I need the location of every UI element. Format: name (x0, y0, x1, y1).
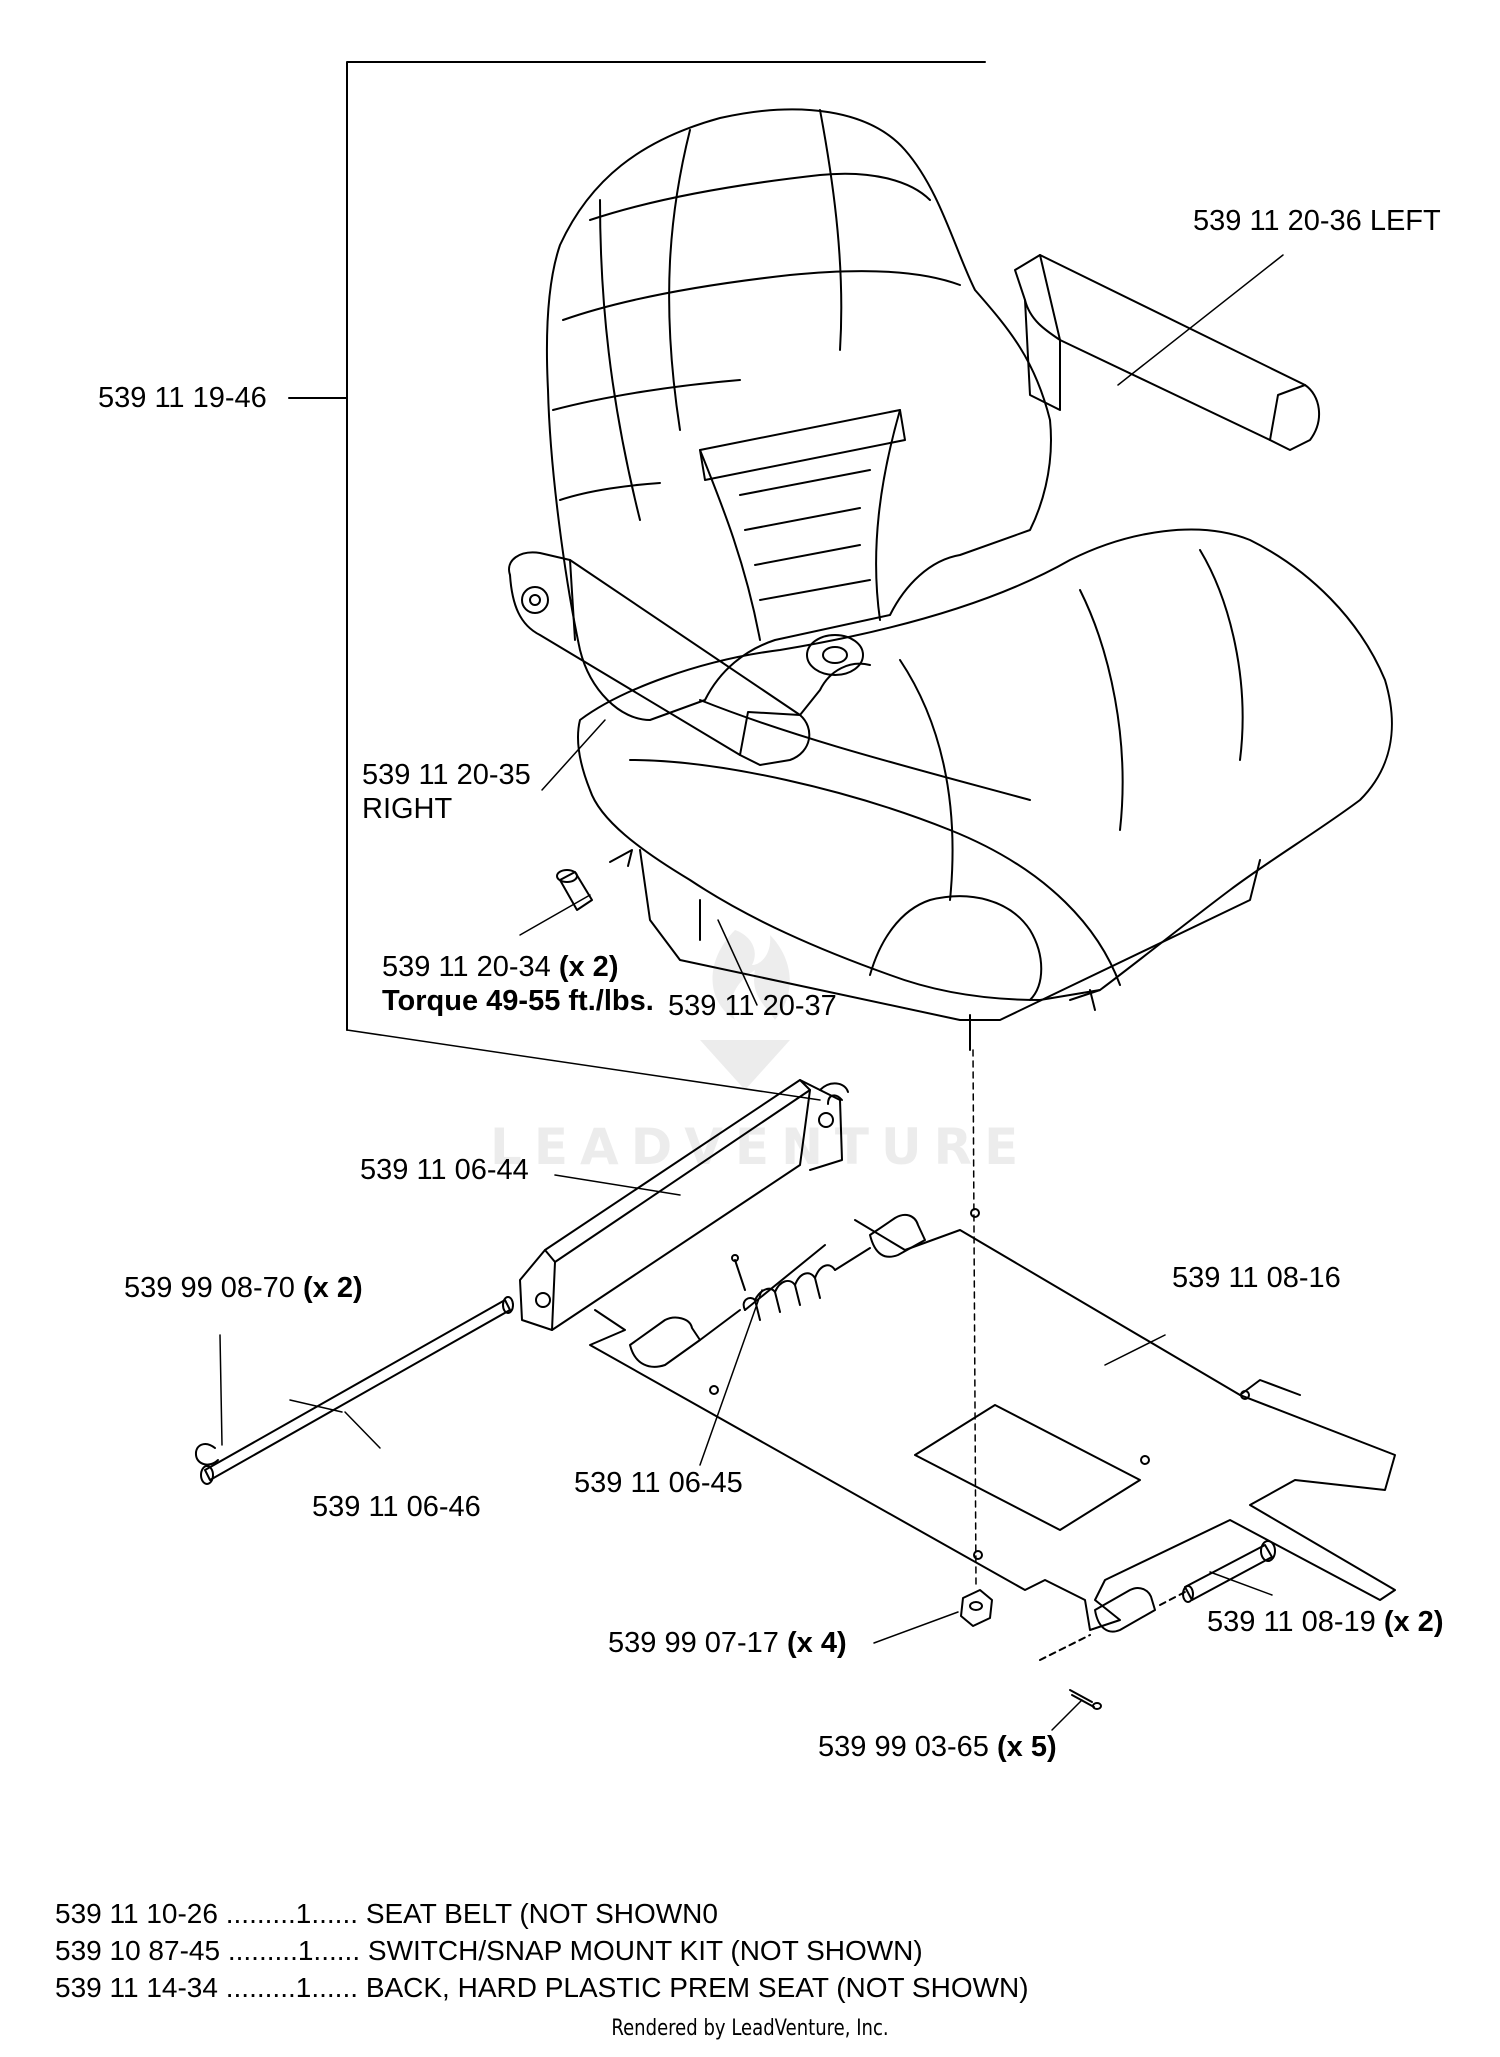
part-number: 539 11 06-46 (312, 1491, 481, 1523)
watermark: LEADVENTURE (490, 1118, 1031, 1176)
callout-spring: 539 11 06-45 (574, 1466, 743, 1500)
parts-list-row: 539 11 14-34 .........1...... BACK, HARD… (55, 1969, 1029, 2006)
part-qty: (x 4) (787, 1627, 847, 1659)
part-number: 539 11 08-16 (1172, 1262, 1341, 1294)
callout-pin: 539 11 08-19 (x 2) (1207, 1605, 1443, 1639)
part-qty: (x 5) (997, 1731, 1057, 1763)
callout-seat-assembly: 539 11 19-46 (98, 381, 267, 415)
nut (960, 1049, 993, 1627)
part-number: 539 11 10-26 (55, 1898, 218, 1929)
parts-list-row: 539 11 10-26 .........1...... SEAT BELT … (55, 1895, 1029, 1932)
part-qty: 1 (295, 1972, 312, 2003)
leader-dots: ...... (311, 1898, 359, 1929)
spring-assembly (629, 1213, 926, 1368)
part-qty: 1 (297, 1935, 314, 1966)
leader-dots: ......... (225, 1972, 296, 2003)
callout-knob: 539 11 20-34 (x 2) Torque 49-55 ft./lbs. (382, 950, 654, 1018)
callout-armrest-left: 539 11 20-36 LEFT (1193, 204, 1441, 238)
leader-dots: ......... (225, 1898, 296, 1929)
parts-list: 539 11 10-26 .........1...... SEAT BELT … (55, 1895, 1029, 2006)
part-number: 539 99 07-17 (608, 1627, 779, 1659)
pivot-rod (200, 1296, 514, 1485)
part-qty: (x 2) (558, 951, 619, 983)
leader-dots: ...... (313, 1935, 361, 1966)
callout-pivot-rod: 539 11 06-46 (312, 1490, 481, 1524)
part-number: 539 99 03-65 (818, 1731, 989, 1763)
part-description: BACK, HARD PLASTIC PREM SEAT (NOT SHOWN) (365, 1972, 1029, 2003)
part-qty: 1 (295, 1898, 312, 1929)
leader-lines (219, 254, 1284, 1731)
part-number: 539 11 20-34 (382, 951, 551, 983)
seat (545, 108, 1393, 1051)
part-number: 539 11 06-44 (360, 1154, 529, 1186)
part-number: 539 11 14-34 (55, 1972, 218, 2003)
callout-cotter-pin: 539 99 03-65 (x 5) (818, 1730, 1057, 1764)
part-number: 539 10 87-45 (55, 1935, 221, 1966)
pin (1039, 1540, 1276, 1661)
callout-base-plate: 539 11 08-16 (1172, 1261, 1341, 1295)
slide-bracket (519, 1079, 849, 1331)
callout-seat-pan: 539 11 20-37 (668, 989, 837, 1023)
callout-nut: 539 99 07-17 (x 4) (608, 1626, 847, 1660)
part-number: 539 11 08-19 (1207, 1606, 1376, 1638)
part-number: 539 11 06-45 (574, 1467, 743, 1499)
callout-armrest-right: 539 11 20-35 RIGHT (362, 758, 531, 826)
part-qty: (x 2) (1383, 1606, 1444, 1638)
part-number: 539 11 20-35 (362, 759, 531, 791)
armrest-right (508, 551, 871, 766)
knob-part (556, 849, 633, 911)
leadventure-logo-icon (700, 930, 790, 1090)
parts-list-row: 539 10 87-45 .........1...... SWITCH/SNA… (55, 1932, 1029, 1969)
armrest-left (1014, 254, 1321, 451)
part-description: SWITCH/SNAP MOUNT KIT (NOT SHOWN) (367, 1935, 923, 1966)
callout-e-clip: 539 99 08-70 (x 2) (124, 1271, 363, 1305)
torque-note: Torque 49-55 ft./lbs. (382, 985, 654, 1017)
seat-assembly-bracket (288, 61, 986, 1031)
part-number: 539 11 20-36 LEFT (1193, 205, 1441, 237)
rendered-by-footer: Rendered by LeadVenture, Inc. (611, 2016, 889, 2041)
part-number: 539 99 08-70 (124, 1272, 295, 1304)
part-qty: (x 2) (303, 1272, 363, 1304)
callout-slide-bracket: 539 11 06-44 (360, 1153, 529, 1187)
part-description: SEAT BELT (NOT SHOWN0 (365, 1898, 718, 1929)
leader-dots: ...... (311, 1972, 359, 2003)
part-note: RIGHT (362, 793, 453, 825)
part-number: 539 11 19-46 (98, 382, 267, 414)
leader-dots: ......... (227, 1935, 298, 1966)
cotter-pin (1069, 1689, 1102, 1710)
base-plate (589, 1208, 1396, 1631)
e-clip (194, 1094, 843, 1466)
part-number: 539 11 20-37 (668, 990, 837, 1022)
